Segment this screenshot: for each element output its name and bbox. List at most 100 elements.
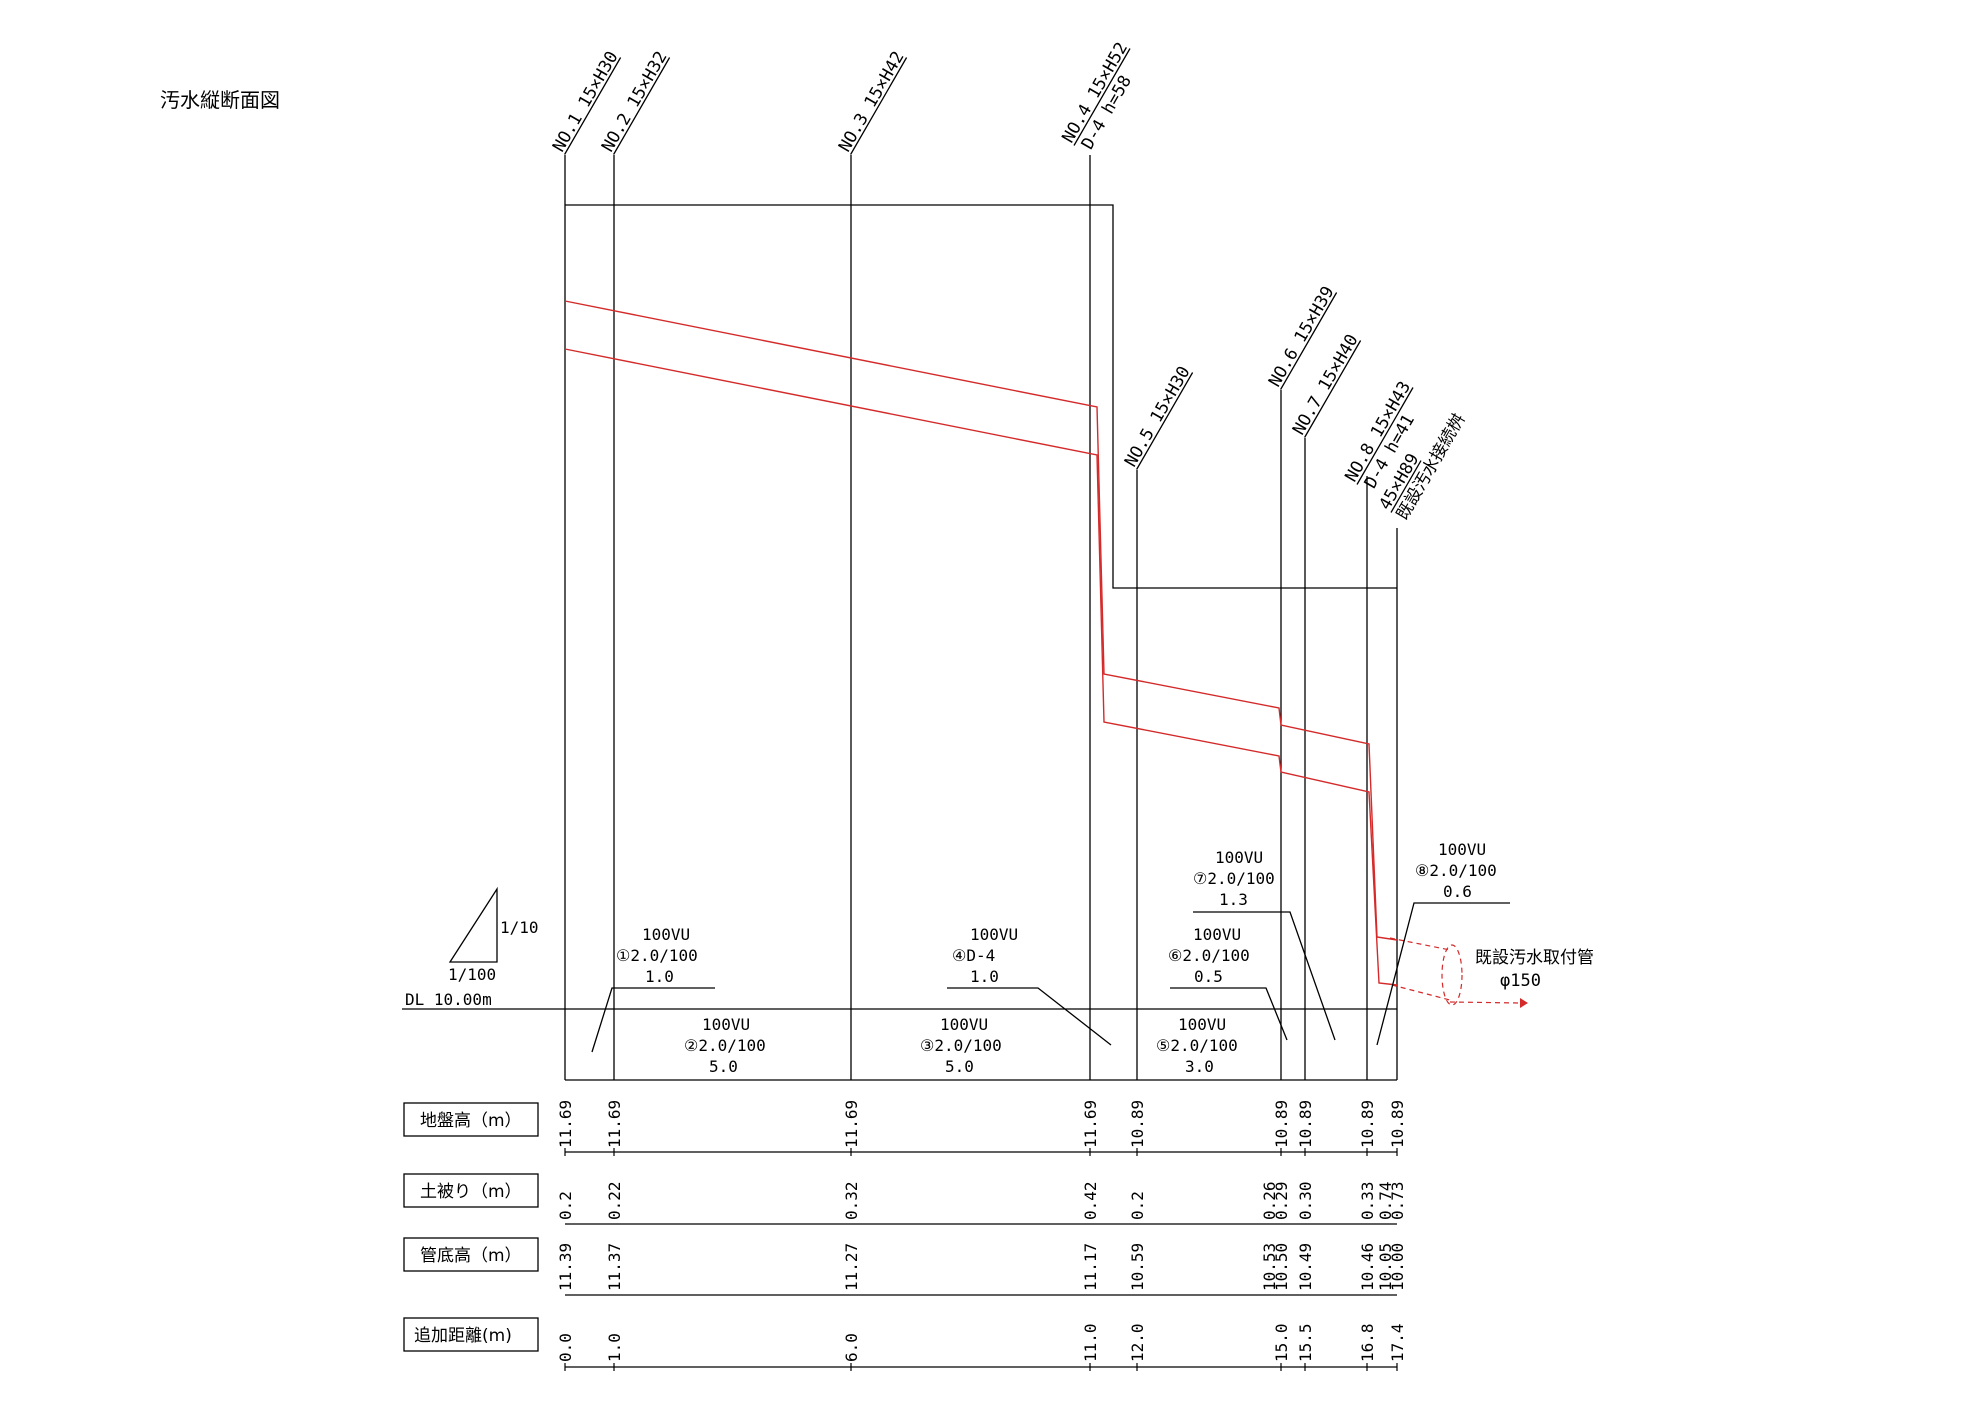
svg-text:16.8: 16.8 xyxy=(1358,1323,1377,1362)
svg-text:10.89: 10.89 xyxy=(1272,1100,1291,1148)
row-label-ground: 地盤高（m） xyxy=(420,1111,522,1131)
svg-text:0.6: 0.6 xyxy=(1443,882,1472,901)
svg-text:NO.5 15×H30: NO.5 15×H30 xyxy=(1121,363,1195,471)
section-4: 100VU ④D-4 1.0 xyxy=(947,925,1112,1046)
existing-pipe-label: 既設汚水取付管 φ150 xyxy=(1475,948,1594,991)
row-label-box-invert xyxy=(403,1237,539,1272)
svg-text:11.69: 11.69 xyxy=(605,1100,624,1148)
row-label-box-distance xyxy=(403,1317,539,1352)
pipe-top xyxy=(564,300,1398,941)
data-table: 地盤高（m） 土被り（m） 管底高（m） 追加距離(m) 11.69 11.69… xyxy=(403,1100,1407,1371)
row-label-box-cover xyxy=(403,1173,539,1208)
svg-text:④D-4: ④D-4 xyxy=(952,946,995,965)
svg-text:10.50: 10.50 xyxy=(1272,1243,1291,1291)
section-2: 100VU ②2.0/100 5.0 xyxy=(684,1015,766,1076)
row-label-cover: 土被り（m） xyxy=(420,1182,522,1202)
svg-text:0.29: 0.29 xyxy=(1272,1181,1291,1220)
svg-text:0.42: 0.42 xyxy=(1081,1181,1100,1220)
svg-text:11.69: 11.69 xyxy=(556,1100,575,1148)
section-7: 100VU ⑦2.0/100 1.3 xyxy=(1193,848,1336,1041)
svg-text:0.74: 0.74 xyxy=(1376,1181,1395,1220)
row-ticks xyxy=(564,1148,1398,1371)
svg-text:11.39: 11.39 xyxy=(556,1243,575,1291)
svg-text:5.0: 5.0 xyxy=(945,1057,974,1076)
svg-text:1/100: 1/100 xyxy=(448,965,496,984)
station-label-3: NO.3 15×H42 xyxy=(835,48,909,156)
svg-text:①2.0/100: ①2.0/100 xyxy=(616,946,698,965)
svg-text:0.0: 0.0 xyxy=(556,1333,575,1362)
svg-text:⑤2.0/100: ⑤2.0/100 xyxy=(1156,1036,1238,1055)
row-label-box-ground xyxy=(403,1102,539,1137)
section-1: 100VU ①2.0/100 1.0 xyxy=(591,925,715,1053)
svg-text:既設汚水取付管: 既設汚水取付管 xyxy=(1475,948,1594,968)
svg-text:0.26: 0.26 xyxy=(1260,1181,1279,1220)
svg-text:②2.0/100: ②2.0/100 xyxy=(684,1036,766,1055)
svg-text:100VU: 100VU xyxy=(1193,925,1241,944)
svg-text:100VU: 100VU xyxy=(970,925,1018,944)
pipe-bottom xyxy=(564,348,1398,986)
svg-text:100VU: 100VU xyxy=(940,1015,988,1034)
svg-text:10.89: 10.89 xyxy=(1388,1100,1407,1148)
row-values-ground: 11.69 11.69 11.69 11.69 10.89 10.89 10.8… xyxy=(556,1100,1407,1148)
station-labels: NO.1 15×H30 NO.2 15×H32 NO.3 15×H42 NO.4… xyxy=(549,39,1470,524)
svg-text:0.22: 0.22 xyxy=(605,1181,624,1220)
section-3: 100VU ③2.0/100 5.0 xyxy=(920,1015,1002,1076)
svg-text:10.00: 10.00 xyxy=(1388,1243,1407,1291)
svg-text:17.4: 17.4 xyxy=(1388,1323,1407,1362)
svg-text:⑥2.0/100: ⑥2.0/100 xyxy=(1168,946,1250,965)
svg-text:100VU: 100VU xyxy=(1178,1015,1226,1034)
svg-text:11.0: 11.0 xyxy=(1081,1323,1100,1362)
svg-text:11.27: 11.27 xyxy=(842,1243,861,1291)
datum-line: DL 10.00m xyxy=(402,990,1397,1081)
svg-text:0.2: 0.2 xyxy=(1128,1191,1147,1220)
row-label-distance: 追加距離(m) xyxy=(414,1326,512,1346)
svg-text:3.0: 3.0 xyxy=(1185,1057,1214,1076)
svg-text:1/10: 1/10 xyxy=(500,918,539,937)
svg-text:10.59: 10.59 xyxy=(1128,1243,1147,1291)
svg-text:15.5: 15.5 xyxy=(1296,1323,1315,1362)
svg-text:100VU: 100VU xyxy=(1438,840,1486,859)
svg-text:10.89: 10.89 xyxy=(1128,1100,1147,1148)
svg-text:11.37: 11.37 xyxy=(605,1243,624,1291)
svg-text:DL 10.00m: DL 10.00m xyxy=(405,990,492,1009)
drawing-title: 汚水縦断面図 xyxy=(160,88,280,112)
svg-text:100VU: 100VU xyxy=(1215,848,1263,867)
svg-text:φ150: φ150 xyxy=(1500,971,1541,991)
svg-text:10.49: 10.49 xyxy=(1296,1243,1315,1291)
row-values-invert: 11.39 11.37 11.27 11.17 10.59 10.53 10.5… xyxy=(556,1243,1407,1291)
svg-text:1.0: 1.0 xyxy=(645,967,674,986)
svg-text:10.89: 10.89 xyxy=(1296,1100,1315,1148)
row-label-invert: 管底高（m） xyxy=(420,1246,522,1266)
svg-text:5.0: 5.0 xyxy=(709,1057,738,1076)
svg-text:⑧2.0/100: ⑧2.0/100 xyxy=(1415,861,1497,880)
station-lines xyxy=(564,155,1398,1080)
svg-text:0.5: 0.5 xyxy=(1194,967,1223,986)
svg-text:1.0: 1.0 xyxy=(970,967,999,986)
svg-text:100VU: 100VU xyxy=(702,1015,750,1034)
slope-legend: 1/10 1/100 xyxy=(448,886,539,984)
svg-text:0.30: 0.30 xyxy=(1296,1181,1315,1220)
svg-text:③2.0/100: ③2.0/100 xyxy=(920,1036,1002,1055)
svg-text:11.17: 11.17 xyxy=(1081,1243,1100,1291)
svg-text:1.0: 1.0 xyxy=(605,1333,624,1362)
svg-text:6.0: 6.0 xyxy=(842,1333,861,1362)
svg-text:0.73: 0.73 xyxy=(1388,1181,1407,1220)
svg-text:10.05: 10.05 xyxy=(1376,1243,1395,1291)
ground-frame xyxy=(565,204,1397,589)
svg-text:1.3: 1.3 xyxy=(1219,890,1248,909)
section-annotations-lower: 100VU ②2.0/100 5.0 100VU ③2.0/100 5.0 10… xyxy=(684,1015,1238,1076)
svg-text:100VU: 100VU xyxy=(642,925,690,944)
row-values-distance: 0.0 1.0 6.0 11.0 12.0 15.0 15.5 16.8 17.… xyxy=(556,1323,1407,1362)
svg-text:10.89: 10.89 xyxy=(1358,1100,1377,1148)
existing-pipe-stub xyxy=(1389,937,1451,1001)
svg-text:0.2: 0.2 xyxy=(556,1191,575,1220)
svg-text:0.33: 0.33 xyxy=(1358,1181,1377,1220)
svg-text:11.69: 11.69 xyxy=(842,1100,861,1148)
section-5: 100VU ⑤2.0/100 3.0 xyxy=(1156,1015,1238,1076)
section-6: 100VU ⑥2.0/100 0.5 xyxy=(1168,925,1288,1041)
station-label-4: NO.4 15×H52 D-4 h=58 xyxy=(1058,39,1136,153)
row-values-cover: 0.2 0.22 0.32 0.42 0.2 0.26 0.29 0.30 0.… xyxy=(556,1181,1407,1220)
section-annotations-upper: 100VU ①2.0/100 1.0 100VU ④D-4 1.0 100VU … xyxy=(591,840,1510,1053)
pipe-profile xyxy=(564,300,1528,1008)
